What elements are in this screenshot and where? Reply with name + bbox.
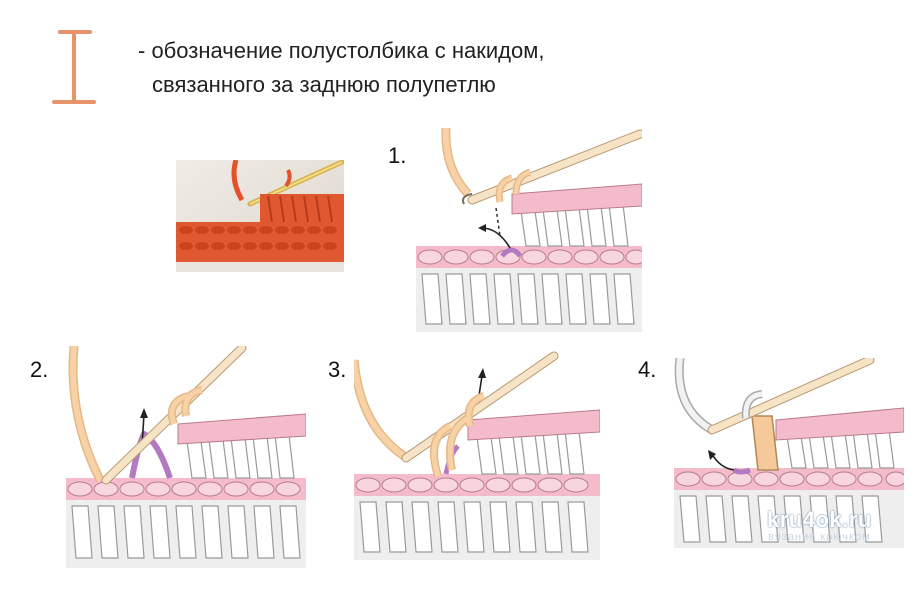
step-1-number: 1. bbox=[388, 143, 407, 168]
half-double-crochet-symbol-icon bbox=[52, 30, 96, 104]
crochet-sample-photo bbox=[176, 160, 344, 272]
watermark-site: kru4ok.ru bbox=[767, 507, 872, 532]
step-2-illustration bbox=[66, 346, 306, 568]
symbol-description: - обозначение полустолбика с накидом, св… bbox=[138, 34, 544, 102]
step-3-number: 3. bbox=[328, 357, 347, 382]
watermark-subtitle: вязание крючком bbox=[768, 531, 871, 543]
watermark: kru4ok.ru вязание крючком bbox=[767, 507, 872, 543]
step-4-illustration bbox=[674, 358, 904, 548]
description-line-1: - обозначение полустолбика с накидом, bbox=[138, 38, 545, 63]
step-1-illustration bbox=[416, 128, 642, 332]
step-4-number: 4. bbox=[638, 357, 657, 382]
step-3-illustration bbox=[354, 351, 600, 560]
description-line-2: связанного за заднюю полупетлю bbox=[152, 72, 496, 97]
step-2-number: 2. bbox=[30, 357, 49, 382]
